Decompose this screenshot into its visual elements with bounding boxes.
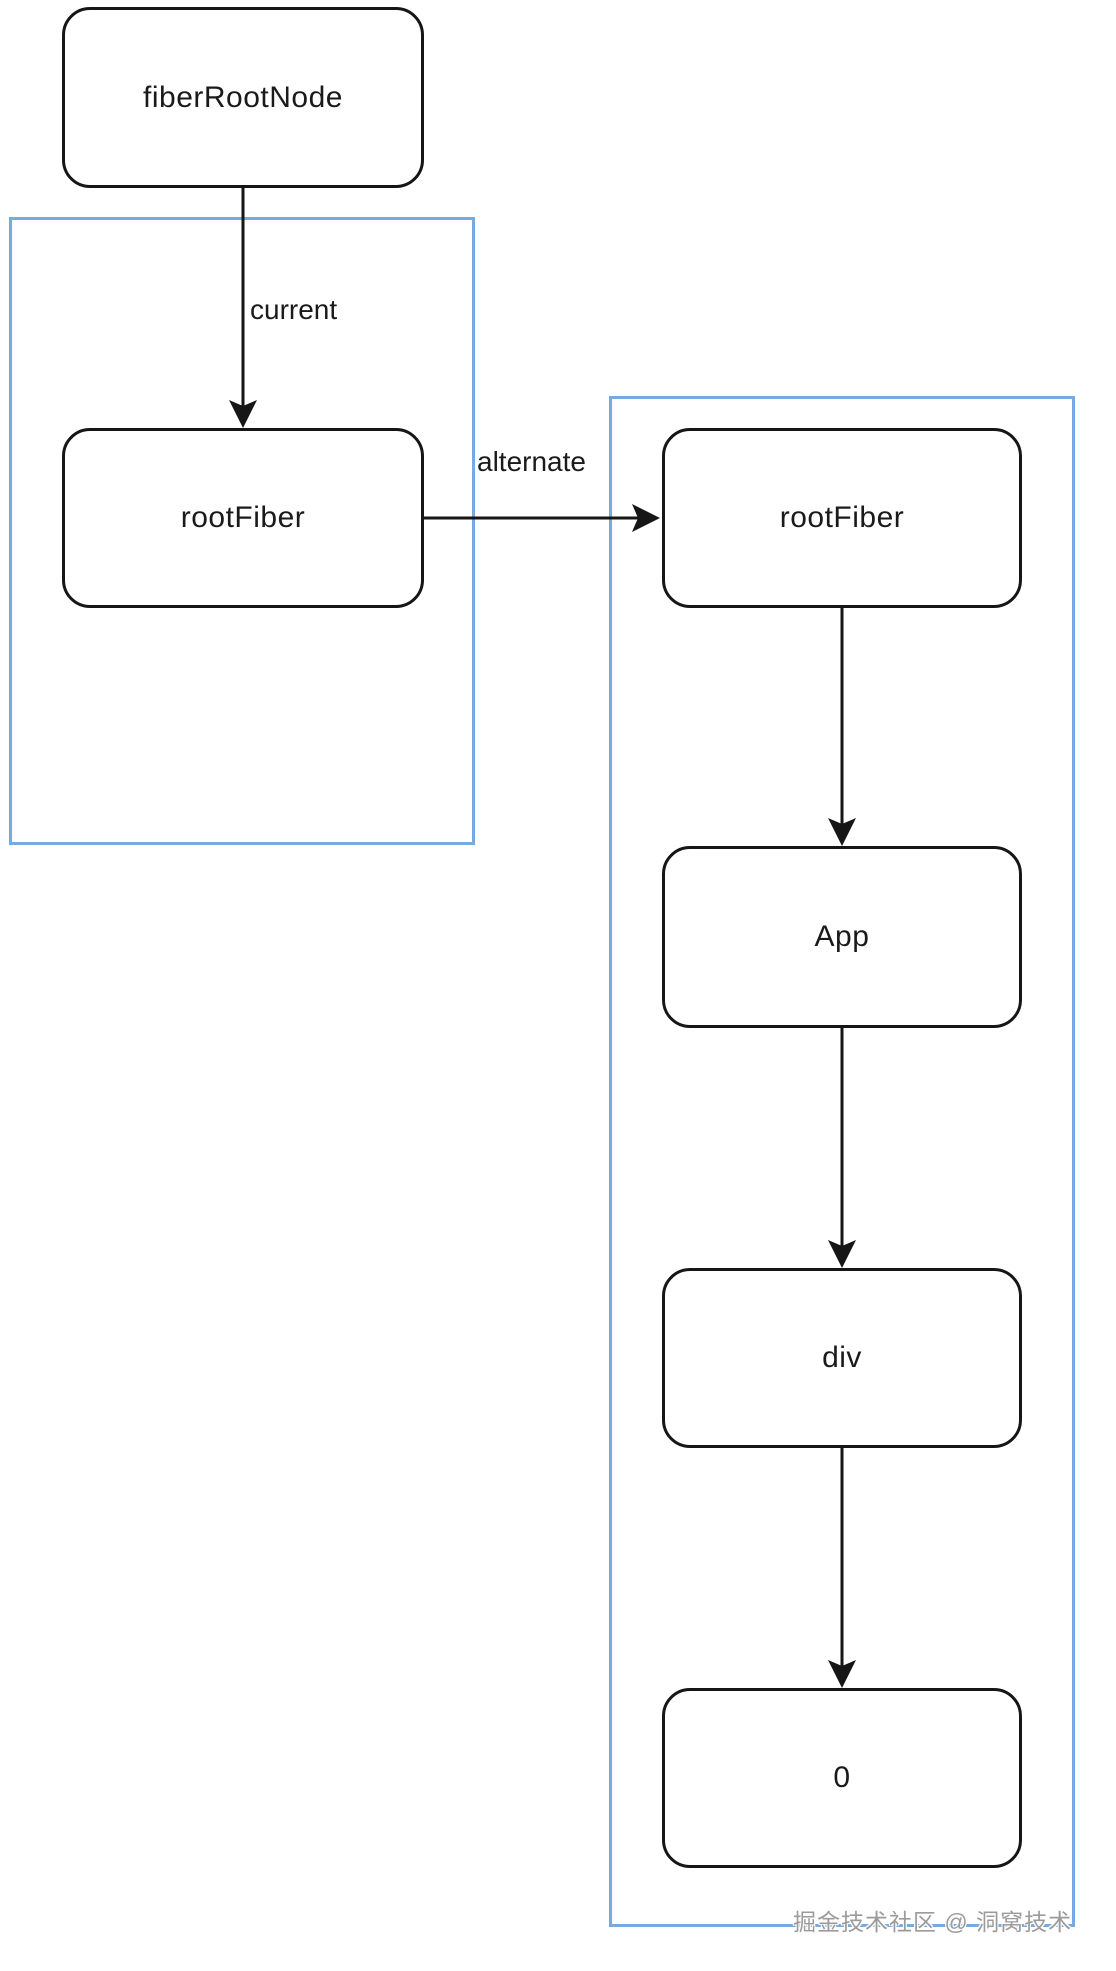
- node-div: div: [662, 1268, 1022, 1448]
- node-app-label: App: [814, 920, 870, 953]
- node-fiber-root-node: fiberRootNode: [62, 7, 424, 188]
- node-app: App: [662, 846, 1022, 1028]
- node-fiber-root-node-label: fiberRootNode: [143, 80, 343, 114]
- node-root-fiber-alternate: rootFiber: [662, 428, 1022, 608]
- workinprogress-tree-container: [609, 396, 1075, 1927]
- current-edge-label: current: [250, 294, 338, 325]
- node-root-fiber-current: rootFiber: [62, 428, 424, 608]
- node-zero: 0: [662, 1688, 1022, 1868]
- node-div-label: div: [822, 1341, 862, 1374]
- node-root-fiber-alternate-label: rootFiber: [779, 501, 905, 534]
- node-zero-label: 0: [833, 1761, 851, 1794]
- node-root-fiber-current-label: rootFiber: [180, 501, 306, 534]
- alternate-edge-label: alternate: [477, 446, 586, 477]
- watermark-text: 掘金技术社区 @ 洞窝技术: [793, 1909, 1073, 1935]
